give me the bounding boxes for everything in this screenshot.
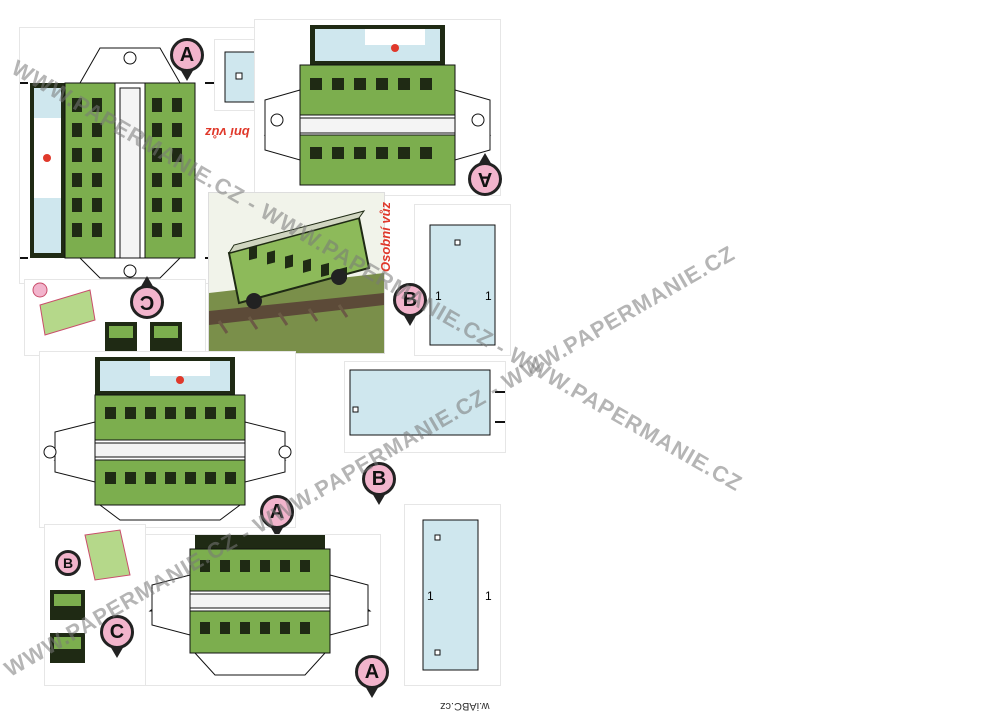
part-label-c-1: C (130, 276, 164, 319)
svg-text:1: 1 (485, 589, 492, 603)
svg-text:1: 1 (485, 289, 492, 303)
model-title: Osobní vůz (378, 201, 393, 272)
train-car-photo (208, 192, 385, 354)
part-label-b-2: B (362, 462, 396, 505)
sheet-bogie-bottom (45, 525, 145, 685)
sheet-bogie-c (25, 280, 205, 355)
svg-text:1: 1 (427, 589, 434, 603)
part-label-b-3: B (55, 550, 81, 576)
sheet-middle-left (40, 352, 295, 527)
svg-text:1: 1 (435, 289, 442, 303)
part-label-a-4: A (355, 655, 389, 698)
credit-text: w.iABC.cz (440, 700, 490, 712)
part-label-a-3: A (260, 495, 294, 538)
part-label-a-1: A (170, 38, 204, 81)
sheet-top-right (255, 20, 500, 195)
model-title-partial: bní vůz (205, 125, 250, 140)
part-label-c-2: C (100, 615, 134, 658)
sheet-bottom-middle (140, 535, 380, 685)
sheet-floor-b-2 (345, 362, 505, 452)
part-label-b-1: B (393, 283, 427, 326)
part-label-a-2: A (468, 153, 502, 196)
car-net-vertical (20, 47, 220, 279)
